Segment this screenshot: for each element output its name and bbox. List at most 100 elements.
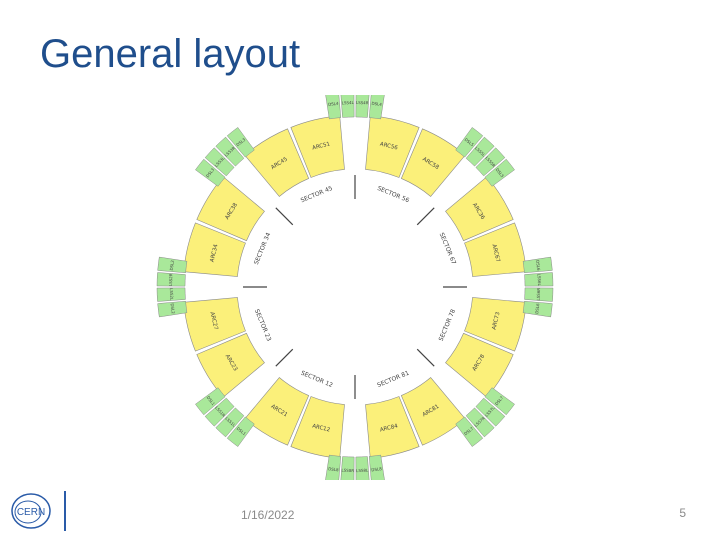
insertion-block-label: LSS6R xyxy=(536,288,542,301)
insertion-block-label: DSL2 xyxy=(169,259,175,270)
insertion-block xyxy=(195,387,226,416)
sector-divider xyxy=(275,348,294,367)
arc-block xyxy=(244,128,310,197)
insertion-block xyxy=(484,387,515,416)
sector-label: SECTOR 78 xyxy=(438,308,458,342)
arc-block xyxy=(365,115,420,178)
sector-label: SECTOR 67 xyxy=(438,232,458,266)
insertion-block-label: DSL6 xyxy=(534,303,540,314)
insertion-block xyxy=(157,256,188,274)
insertion-block xyxy=(355,456,370,480)
insertion-block xyxy=(204,397,235,427)
insertion-block-label: LSS8L xyxy=(356,468,369,474)
arc-block-label: ARC56 xyxy=(379,141,399,151)
page-number: 5 xyxy=(679,506,686,520)
insertion-block xyxy=(484,158,515,187)
arc-block-label: ARC27 xyxy=(208,311,218,331)
insertion-block-label: LSS4R xyxy=(356,100,369,106)
insertion-block-label: DSL5 xyxy=(495,167,506,179)
sector-label: SECTOR 56 xyxy=(376,185,410,205)
sector-label: SECTOR 12 xyxy=(300,370,334,390)
arc-block xyxy=(196,332,265,398)
arc-block-label: ARC84 xyxy=(379,423,399,433)
insertion-block xyxy=(156,287,186,302)
insertion-block-label: DSL8 xyxy=(371,466,382,472)
insertion-block xyxy=(524,272,554,287)
insertion-block xyxy=(215,407,245,438)
insertion-block xyxy=(522,300,553,318)
insertion-block-label: DSL3 xyxy=(205,167,216,179)
sector-divider xyxy=(416,207,435,226)
sector-label: SECTOR 45 xyxy=(300,185,334,205)
insertion-block xyxy=(156,272,186,287)
arc-block xyxy=(400,377,466,446)
arc-block xyxy=(464,297,527,352)
insertion-block-label: LSS2L xyxy=(169,288,175,301)
arc-block xyxy=(196,176,265,242)
arc-block-label: ARC34 xyxy=(209,243,219,263)
sector-label: SECTOR 23 xyxy=(253,308,273,342)
insertion-block-label: DSL6 xyxy=(535,260,541,271)
arc-block-label: ARC67 xyxy=(490,244,500,264)
arc-block xyxy=(365,396,420,459)
insertion-block xyxy=(455,416,484,447)
arc-block xyxy=(183,222,246,277)
insertion-block xyxy=(465,407,495,438)
arc-block xyxy=(290,115,345,178)
insertion-block xyxy=(204,147,235,177)
cern-logo-text: CERN xyxy=(17,507,45,518)
insertion-block-label: DSL1 xyxy=(206,395,217,407)
insertion-block xyxy=(522,256,553,274)
arc-block xyxy=(464,222,527,277)
insertion-block-label: DSL5 xyxy=(464,137,476,148)
insertion-block xyxy=(368,95,385,120)
insertion-block xyxy=(524,287,554,302)
slide-date: 1/16/2022 xyxy=(241,508,295,522)
arc-block xyxy=(445,176,514,242)
arc-block-label: ARC12 xyxy=(312,423,331,433)
cern-logo: CERN xyxy=(6,490,56,532)
insertion-block-label: LSS2R xyxy=(168,273,174,286)
insertion-block-label: LSS4L xyxy=(342,100,355,106)
arc-block xyxy=(244,377,310,446)
logo-divider xyxy=(64,491,66,531)
insertion-block-label: DSL2 xyxy=(170,303,176,314)
insertion-block-label: DSL1 xyxy=(236,426,248,437)
insertion-block xyxy=(340,95,355,118)
insertion-block xyxy=(157,300,188,318)
insertion-block xyxy=(475,397,506,427)
insertion-block xyxy=(340,456,355,480)
slide-title: General layout xyxy=(40,32,301,76)
sector-label: SECTOR 34 xyxy=(253,232,273,266)
insertion-block-label: LSS6L xyxy=(537,274,543,287)
insertion-block-label: DSL8 xyxy=(328,466,339,472)
arc-block-label: ARC51 xyxy=(312,141,331,151)
insertion-block-label: DSL3 xyxy=(235,137,247,148)
arc-block xyxy=(400,128,466,197)
arc-block xyxy=(290,396,345,459)
insertion-block-label: DSL7 xyxy=(463,426,475,437)
sector-divider xyxy=(416,348,435,367)
insertion-block xyxy=(215,136,245,167)
insertion-block xyxy=(226,127,255,158)
arc-block xyxy=(183,297,246,352)
insertion-block-label: LSS8R xyxy=(341,468,354,474)
sector-divider xyxy=(275,207,294,226)
insertion-block xyxy=(465,136,495,167)
arc-block xyxy=(445,332,514,398)
insertion-block xyxy=(195,158,226,187)
arc-block-label: ARC73 xyxy=(491,311,501,331)
insertion-block xyxy=(355,95,370,118)
insertion-block xyxy=(226,416,255,447)
insertion-block xyxy=(325,454,342,480)
insertion-block xyxy=(475,147,506,177)
insertion-block-label: DSL4 xyxy=(371,101,382,107)
insertion-block-label: DSL7 xyxy=(494,395,505,407)
insertion-block-label: DSL4 xyxy=(328,101,339,107)
insertion-block xyxy=(368,454,385,480)
insertion-block xyxy=(325,95,342,120)
sector-label: SECTOR 81 xyxy=(376,370,410,390)
insertion-block xyxy=(455,127,484,158)
